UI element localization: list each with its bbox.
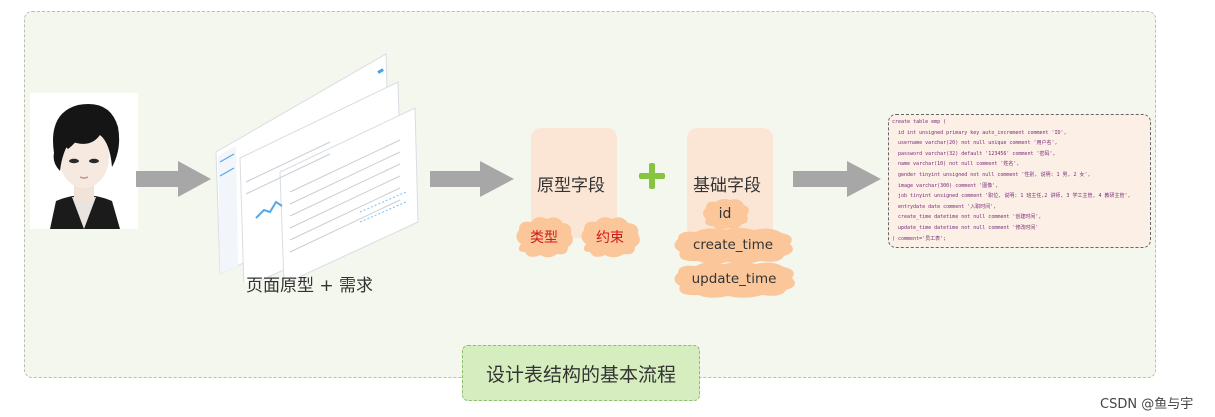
basic-fields-title: 基础字段	[693, 176, 761, 196]
sql-line: create_time datetime not null comment '创…	[898, 214, 1042, 221]
tag-cloud-update-time: update_time	[670, 260, 798, 298]
tag-cloud-constraint: 约束	[578, 214, 642, 259]
sql-line: id int unsigned primary key auto_increme…	[898, 129, 1067, 136]
flow-arrow-2	[430, 161, 514, 197]
sql-line: username varchar(20) not null unique com…	[898, 140, 1058, 147]
tag-update-time-label: update_time	[691, 271, 777, 287]
sql-line: entrydate date comment '入职时间',	[898, 203, 997, 210]
tag-id-label: id	[718, 205, 732, 222]
sql-line: image varchar(300) comment '图像',	[898, 182, 999, 189]
plus-icon	[639, 163, 665, 189]
tag-cloud-id: id	[700, 197, 750, 230]
sql-line: update_time datetime not null comment '修…	[898, 224, 1039, 231]
sql-line: create table emp (	[892, 119, 947, 125]
sql-line: ) comment='员工表';	[892, 235, 947, 242]
diagram-title-box: 设计表结构的基本流程	[462, 345, 700, 401]
sql-line: password varchar(32) default '123456' co…	[898, 150, 1056, 157]
sql-create-table-code: create table emp ( id int unsigned prima…	[888, 114, 1151, 248]
sql-line: gender tinyint unsigned not null comment…	[898, 171, 1091, 178]
tag-constraint-label: 约束	[596, 229, 624, 246]
sql-line: job tinyint unsigned comment '职位, 说明: 1 …	[898, 193, 1131, 200]
tag-type-label: 类型	[530, 229, 558, 246]
prototype-caption: 页面原型 + 需求	[246, 276, 374, 296]
csdn-watermark: CSDN @鱼与宇	[1100, 397, 1194, 412]
flow-arrow-1	[136, 161, 211, 197]
tag-create-time-label: create_time	[692, 237, 774, 253]
flow-arrow-3	[793, 161, 881, 197]
diagram-title: 设计表结构的基本流程	[485, 363, 676, 386]
sql-line: name varchar(10) not null comment '姓名',	[898, 161, 1020, 168]
tag-cloud-create-time: create_time	[670, 226, 796, 264]
developer-avatar	[30, 93, 138, 229]
page-prototype-stack	[210, 52, 425, 289]
tag-cloud-type: 类型	[513, 214, 575, 259]
prototype-fields-title: 原型字段	[537, 176, 605, 196]
